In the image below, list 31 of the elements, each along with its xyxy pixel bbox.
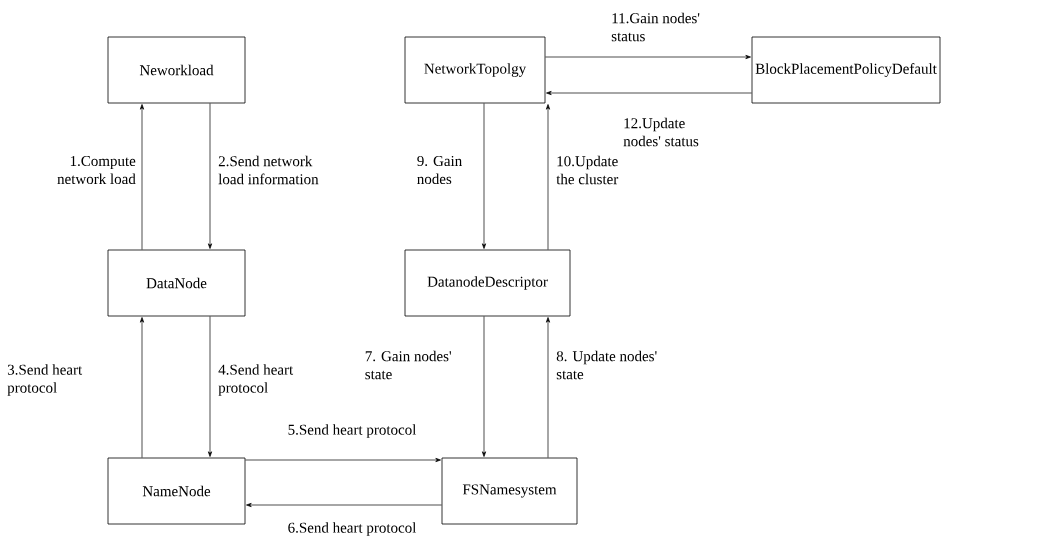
arrow: [545, 317, 551, 458]
arrow: [207, 103, 213, 249]
process-box: BlockPlacementPolicyDefault: [751, 36, 941, 104]
arrow: [139, 104, 145, 250]
process-box: Neworkload: [107, 36, 246, 104]
edge-label: 4.Send heart protocol: [218, 364, 294, 396]
edge-label: 6.Send heart protocol: [288, 522, 417, 536]
edge-label: 3.Send heart protocol: [7, 364, 83, 396]
process-box: NetworkTopolgy: [404, 36, 546, 104]
arrow: [481, 103, 487, 249]
arrow: [545, 54, 751, 60]
arrow: [207, 316, 213, 457]
process-box: DataNode: [107, 249, 246, 317]
arrow: [246, 502, 442, 508]
edge-label: 8. Update nodes' state: [556, 350, 657, 380]
arrow: [481, 316, 487, 457]
edge-label: 1.Compute network load: [57, 155, 136, 185]
arrow: [245, 457, 441, 463]
edge-label: 11.Gain nodes' status: [611, 12, 700, 42]
arrow: [545, 104, 551, 250]
edge-label: 5.Send heart protocol: [288, 424, 417, 438]
edge-label: 10.Update the cluster: [556, 155, 619, 185]
arrow: [546, 90, 752, 96]
edge-label: 9. Gain nodes: [417, 155, 462, 185]
edge-label: 7. Gain nodes' state: [365, 350, 452, 380]
process-box: DatanodeDescriptor: [404, 249, 571, 317]
edge-label: 2.Send network load information: [218, 155, 319, 185]
arrow: [139, 317, 145, 458]
edge-label: 12.Update nodes' status: [623, 117, 699, 147]
process-box: FSNamesystem: [441, 457, 578, 525]
process-box: NameNode: [107, 457, 246, 525]
